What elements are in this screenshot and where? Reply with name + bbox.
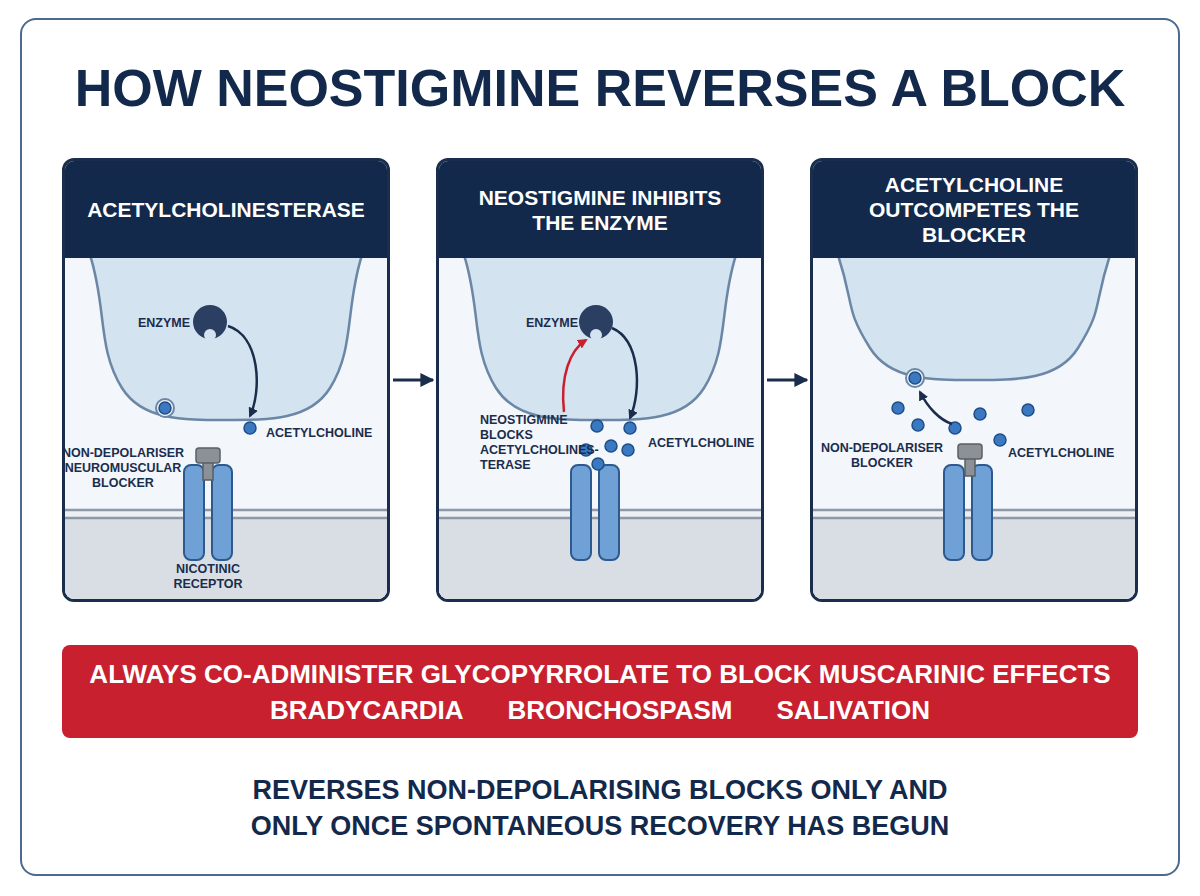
part-label: ENZYME [118, 316, 190, 331]
blocker-molecule [958, 444, 982, 459]
receptor-subunit [599, 465, 619, 560]
part-label: ACETYLCHOLINE [266, 426, 386, 441]
enzyme-site [204, 329, 216, 341]
panel-heading: ACETYLCHOLINESTERASE [84, 197, 368, 222]
part-label: NEOSTIGMINE BLOCKS ACETYLCHOLINES-TERASE [480, 413, 605, 473]
receptor-subunit [571, 465, 591, 560]
blocker-molecule [196, 448, 220, 463]
action-arrow [612, 328, 637, 418]
receptor-subunit [184, 465, 204, 560]
panel-heading: NEOSTIGMINE INHIBITS THE ENZYME [458, 185, 742, 235]
diagram-title: HOW NEOSTIGMINE REVERSES A BLOCK [40, 58, 1160, 118]
acetylcholine-dot [974, 408, 986, 420]
step-panel: ACETYLCHOLINESTERASE [62, 158, 390, 602]
panel-heading: ACETYLCHOLINE OUTCOMPETES THE BLOCKER [832, 172, 1116, 247]
receptor-subunit [212, 465, 232, 560]
step-panel: NEOSTIGMINE INHIBITS THE ENZYME [436, 158, 764, 602]
release-site [156, 399, 174, 417]
warning-text: ALWAYS CO-ADMINISTER GLYCOPYRROLATE TO B… [80, 658, 1120, 690]
acetylcholine-dot [592, 458, 604, 470]
action-arrow [228, 326, 257, 416]
action-arrow [563, 340, 586, 412]
panel-header: NEOSTIGMINE INHIBITS THE ENZYME [439, 161, 761, 258]
acetylcholine-dot [892, 402, 904, 414]
acetylcholine-dot [1022, 404, 1034, 416]
panel-header: ACETYLCHOLINE OUTCOMPETES THE BLOCKER [813, 161, 1135, 258]
acetylcholine-dot [244, 422, 256, 434]
acetylcholine-dot [591, 420, 603, 432]
acetylcholine-dot [159, 402, 171, 414]
part-label: NICOTINIC RECEPTOR [158, 562, 258, 592]
muscarinic-effect: BRADYCARDIA [270, 694, 464, 726]
step-arrow [767, 379, 807, 382]
step-panel: ACETYLCHOLINE OUTCOMPETES THE BLOCKER [810, 158, 1138, 602]
receptor-subunit [972, 465, 992, 560]
step-arrow [393, 379, 433, 382]
nerve-terminal [838, 255, 1110, 380]
synaptic-cleft [813, 255, 1135, 599]
part-label: ACETYLCHOLINE [1008, 446, 1128, 461]
synaptic-cleft [439, 255, 761, 599]
diagram-caption: REVERSES NON-DEPOLARISING BLOCKS ONLY AN… [220, 772, 980, 844]
receptor-subunit [944, 465, 964, 560]
acetylcholine-dot [909, 372, 921, 384]
nerve-terminal [90, 255, 362, 420]
synaptic-cleft [65, 255, 387, 599]
effect-row: BRADYCARDIA BRONCHOSPASM SALIVATION [270, 694, 930, 726]
acetylcholine-dot [622, 444, 634, 456]
part-label: ENZYME [506, 316, 578, 331]
acetylcholine-dot [624, 422, 636, 434]
muscarinic-effect: SALIVATION [776, 694, 930, 726]
nerve-terminal [464, 255, 736, 420]
part-label: NON-DEPOLARISER NEUROMUSCULAR BLOCKER [60, 446, 186, 491]
action-arrow [920, 392, 952, 424]
acetylcholine-dot [912, 419, 924, 431]
acetylcholine-dot [605, 440, 617, 452]
release-site [906, 369, 924, 387]
part-label: ACETYLCHOLINE [648, 436, 758, 451]
part-label: NON-DEPOLARISER BLOCKER [816, 441, 948, 471]
enzyme-site [590, 329, 602, 341]
warning-banner: ALWAYS CO-ADMINISTER GLYCOPYRROLATE TO B… [62, 645, 1138, 738]
panel-header: ACETYLCHOLINESTERASE [65, 161, 387, 258]
acetylcholine-dot [994, 434, 1006, 446]
muscarinic-effect: BRONCHOSPASM [508, 694, 733, 726]
